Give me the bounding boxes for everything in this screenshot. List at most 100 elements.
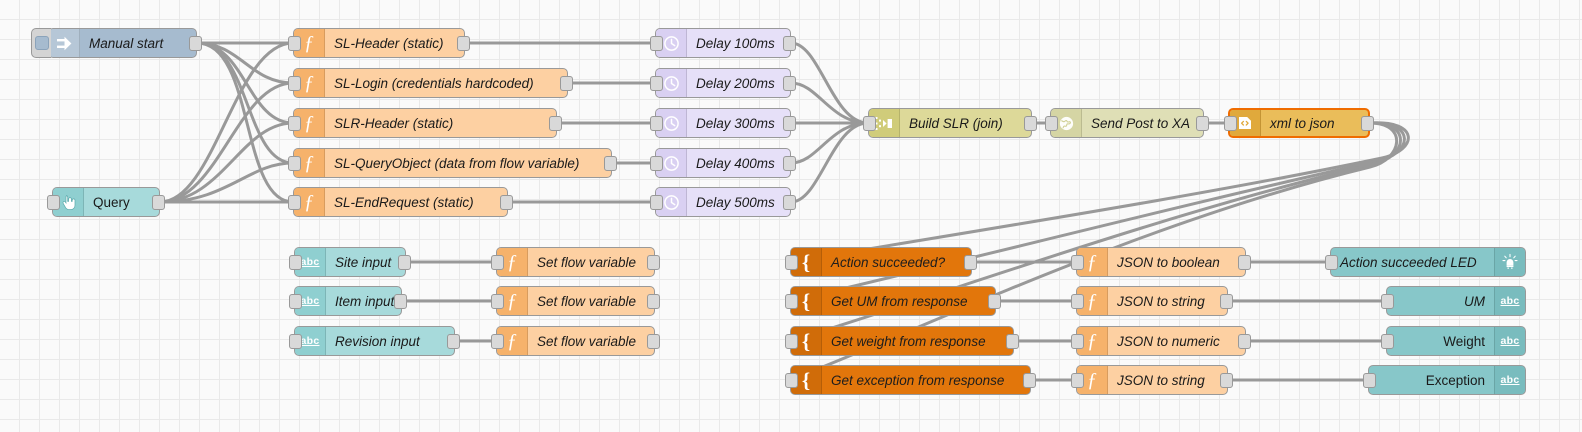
node-label: Set flow variable xyxy=(537,293,637,309)
input-port[interactable] xyxy=(650,156,663,171)
input-port[interactable] xyxy=(785,373,798,388)
input-port[interactable] xyxy=(1071,334,1084,349)
output-port[interactable] xyxy=(1220,373,1233,388)
output-port[interactable] xyxy=(647,334,660,349)
node-delay-100ms[interactable]: Delay 100ms xyxy=(650,28,796,58)
node-revision-input[interactable]: abc Revision input xyxy=(289,326,460,356)
output-port[interactable] xyxy=(394,294,407,309)
output-port[interactable] xyxy=(783,116,796,131)
node-json-to-string-2[interactable]: ƒ JSON to string xyxy=(1071,365,1233,395)
node-sl-queryobject[interactable]: ƒ SL-QueryObject (data from flow variabl… xyxy=(288,148,617,178)
input-port[interactable] xyxy=(491,334,504,349)
node-get-um-from-response[interactable]: { Get UM from response xyxy=(785,286,1001,316)
node-sl-header[interactable]: ƒ SL-Header (static) xyxy=(288,28,470,58)
node-json-to-string-1[interactable]: ƒ JSON to string xyxy=(1071,286,1233,316)
node-site-input[interactable]: abc Site input xyxy=(289,247,411,277)
node-action-succeeded-led[interactable]: Action succeeded LED xyxy=(1325,247,1526,277)
node-get-weight-from-response[interactable]: { Get weight from response xyxy=(785,326,1019,356)
input-port[interactable] xyxy=(1381,294,1394,309)
input-port[interactable] xyxy=(289,255,302,270)
input-port[interactable] xyxy=(1381,334,1394,349)
output-port[interactable] xyxy=(398,255,411,270)
node-set-flow-variable-2[interactable]: ƒ Set flow variable xyxy=(491,286,660,316)
node-um-output[interactable]: UM abc xyxy=(1381,286,1526,316)
input-port[interactable] xyxy=(1224,116,1237,131)
output-port[interactable] xyxy=(1196,116,1209,131)
input-port[interactable] xyxy=(1363,373,1376,388)
input-port[interactable] xyxy=(491,294,504,309)
input-port[interactable] xyxy=(785,334,798,349)
inject-trigger-button[interactable] xyxy=(31,28,51,58)
node-delay-300ms[interactable]: Delay 300ms xyxy=(650,108,796,138)
node-set-flow-variable-1[interactable]: ƒ Set flow variable xyxy=(491,247,660,277)
input-port[interactable] xyxy=(1071,373,1084,388)
output-port[interactable] xyxy=(457,36,470,51)
input-port[interactable] xyxy=(863,116,876,131)
output-port[interactable] xyxy=(189,36,202,51)
output-port[interactable] xyxy=(988,294,1001,309)
node-item-input[interactable]: abc Item input xyxy=(289,286,407,316)
output-port[interactable] xyxy=(964,255,977,270)
output-port[interactable] xyxy=(783,195,796,210)
output-port[interactable] xyxy=(447,334,460,349)
node-build-slr-join[interactable]: Build SLR (join) xyxy=(863,108,1037,138)
node-exception-output[interactable]: Exception abc xyxy=(1363,365,1526,395)
node-send-post-to-xa[interactable]: Send Post to XA xyxy=(1045,108,1209,138)
input-port[interactable] xyxy=(47,195,60,210)
node-delay-200ms[interactable]: Delay 200ms xyxy=(650,68,796,98)
input-port[interactable] xyxy=(650,195,663,210)
output-port[interactable] xyxy=(1220,294,1233,309)
output-port[interactable] xyxy=(647,294,660,309)
output-port[interactable] xyxy=(152,195,165,210)
node-set-flow-variable-3[interactable]: ƒ Set flow variable xyxy=(491,326,660,356)
abc-icon: abc xyxy=(1494,366,1525,394)
input-port[interactable] xyxy=(1325,255,1338,270)
output-port[interactable] xyxy=(783,156,796,171)
output-port[interactable] xyxy=(1006,334,1019,349)
output-port[interactable] xyxy=(604,156,617,171)
input-port[interactable] xyxy=(288,76,301,91)
node-slr-header[interactable]: ƒ SLR-Header (static) xyxy=(288,108,562,138)
output-port[interactable] xyxy=(1024,116,1037,131)
input-port[interactable] xyxy=(1071,255,1084,270)
output-port[interactable] xyxy=(783,36,796,51)
input-port[interactable] xyxy=(785,294,798,309)
input-port[interactable] xyxy=(785,255,798,270)
node-json-to-numeric[interactable]: ƒ JSON to numeric xyxy=(1071,326,1251,356)
output-port[interactable] xyxy=(1361,116,1374,131)
node-sl-endrequest[interactable]: ƒ SL-EndRequest (static) xyxy=(288,187,513,217)
input-port[interactable] xyxy=(288,116,301,131)
input-port[interactable] xyxy=(288,156,301,171)
input-port[interactable] xyxy=(650,36,663,51)
input-port[interactable] xyxy=(650,116,663,131)
output-port[interactable] xyxy=(500,195,513,210)
node-query[interactable]: Query xyxy=(47,187,165,217)
node-json-to-boolean[interactable]: ƒ JSON to boolean xyxy=(1071,247,1251,277)
node-weight-output[interactable]: Weight abc xyxy=(1381,326,1526,356)
node-manual-start[interactable]: Manual start xyxy=(31,28,202,58)
node-delay-400ms[interactable]: Delay 400ms xyxy=(650,148,796,178)
input-port[interactable] xyxy=(491,255,504,270)
output-port[interactable] xyxy=(647,255,660,270)
node-sl-login[interactable]: ƒ SL-Login (credentials hardcoded) xyxy=(288,68,573,98)
node-label: SL-Header (static) xyxy=(334,35,444,51)
output-port[interactable] xyxy=(1023,373,1036,388)
output-port[interactable] xyxy=(1238,334,1251,349)
output-port[interactable] xyxy=(549,116,562,131)
node-xml-to-json[interactable]: xml to json xyxy=(1224,108,1374,138)
output-port[interactable] xyxy=(560,76,573,91)
input-port[interactable] xyxy=(650,76,663,91)
input-port[interactable] xyxy=(288,195,301,210)
input-port[interactable] xyxy=(1045,116,1058,131)
input-port[interactable] xyxy=(289,294,302,309)
input-port[interactable] xyxy=(1071,294,1084,309)
output-port[interactable] xyxy=(1238,255,1251,270)
node-action-succeeded-question[interactable]: { Action succeeded? xyxy=(785,247,977,277)
node-delay-500ms[interactable]: Delay 500ms xyxy=(650,187,796,217)
input-port[interactable] xyxy=(288,36,301,51)
input-port[interactable] xyxy=(289,334,302,349)
node-get-exception-from-response[interactable]: { Get exception from response xyxy=(785,365,1036,395)
led-icon xyxy=(1494,248,1525,276)
output-port[interactable] xyxy=(783,76,796,91)
